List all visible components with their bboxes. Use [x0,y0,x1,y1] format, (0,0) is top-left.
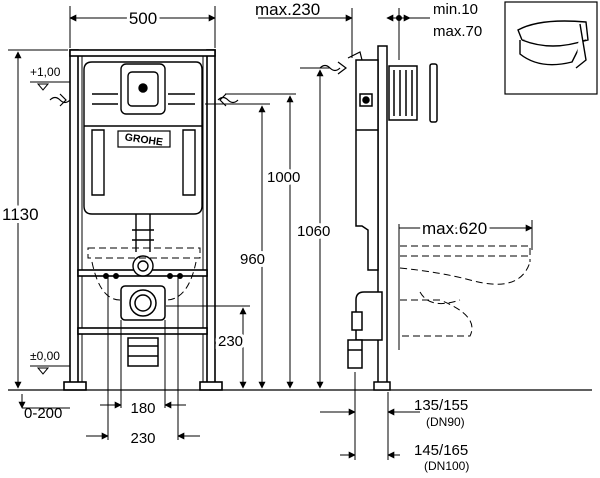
water-inlet-left [49,93,71,107]
dim-0-200 [18,394,70,409]
dim-plate-min-label: min.10 [433,1,478,18]
dim-dn100-label: 145/165 [414,442,468,459]
dim-230-side-label: 230 [218,333,243,350]
front-frame [63,49,223,391]
level-zero [30,365,70,375]
flush-pipe [132,214,154,277]
dim-1130-label: 1130 [2,205,39,224]
dim-500 [69,6,216,48]
dim-dn90-label: 135/155 [414,397,468,414]
dim-1060-label: 1060 [297,223,330,240]
level-plus1 [30,81,70,91]
dim-180-label: 180 [130,400,155,417]
dim-pipe-dn90 [320,372,420,460]
level-zero-label: ±0,00 [30,349,60,363]
wc-outline-side [399,245,531,337]
svg-text:GROHE: GROHE [124,131,164,148]
dim-1000-label: 1000 [267,169,300,186]
grohe-logo: GROHE [117,130,171,149]
dim-500-label: 500 [129,9,157,28]
toilet-thumbnail [504,1,598,95]
dim-dn100-sub: (DN100) [424,459,469,473]
wc-outline-front [87,247,201,301]
dim-180 [100,320,186,409]
dim-plate-max-label: max.70 [433,23,482,40]
dim-230-bottom [86,276,200,440]
dim-960 [205,103,270,389]
drain-front [120,285,166,367]
level-plus1-label: +1,00 [30,65,61,79]
dim-960-label: 960 [240,251,265,268]
dim-230-bottom-label: 230 [130,430,155,447]
dim-max620 [398,220,533,350]
dim-max620-label: max.620 [422,219,487,238]
side-frame [347,45,438,391]
dim-plate [386,8,430,60]
dim-1130 [8,49,68,389]
dim-max230-label: max.230 [255,0,320,19]
dim-1060 [300,67,330,389]
dim-dn90-sub: (DN90) [426,415,465,429]
dim-0-200-label: 0-200 [24,405,62,422]
dim-230-side [166,305,250,389]
dim-1000 [225,93,296,389]
dim-max230 [258,8,353,58]
